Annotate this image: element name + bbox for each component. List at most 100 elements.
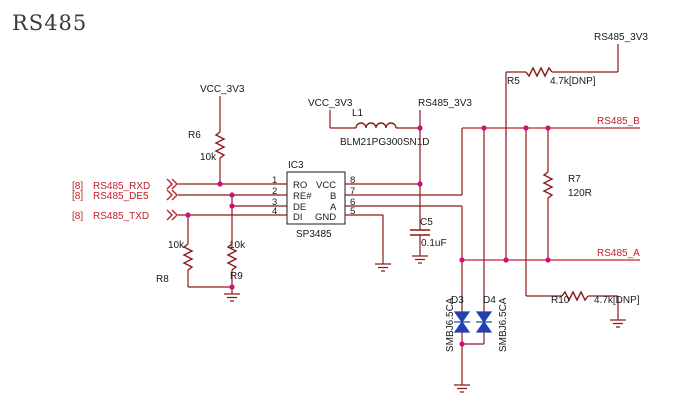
resistor-symbol xyxy=(561,290,589,302)
pin-name: DE xyxy=(293,202,306,213)
ic-part: SP3485 xyxy=(296,229,332,240)
capacitor-c5: C5 0.1uF xyxy=(410,184,447,264)
d3-ref: D3 xyxy=(451,295,464,306)
ground-icon xyxy=(610,319,626,328)
ground-icon xyxy=(375,263,391,272)
ic-ref: IC3 xyxy=(288,160,304,171)
tvs-d3: D3 SMBJ6.5CA xyxy=(445,260,471,393)
net-label-rs485-3v3: RS485_3V3 xyxy=(594,32,648,43)
junction-dot xyxy=(545,125,551,131)
resistor-symbol xyxy=(525,66,553,78)
offpage-connector-icon xyxy=(166,178,178,190)
junction-dot xyxy=(185,212,191,218)
input-ref: [8] xyxy=(72,211,83,222)
net-label-rs485-3v3: RS485_3V3 xyxy=(418,98,472,109)
pin-num: 2 xyxy=(272,186,277,197)
pin-num: 7 xyxy=(350,186,355,197)
pin-num: 8 xyxy=(350,175,355,186)
junction-dot xyxy=(523,125,529,131)
junction-dot xyxy=(417,125,423,131)
pin-name: DI xyxy=(293,212,303,223)
junction-dot xyxy=(545,257,551,263)
junction-dot xyxy=(417,181,423,187)
resistor-r5: RS485_3V3 R5 4.7k[DNP] xyxy=(505,32,648,260)
offpage-connector-icon xyxy=(166,209,178,221)
input-rs485-rxd: [8] RS485_RXD xyxy=(72,178,178,192)
junction-dot xyxy=(229,284,235,290)
l1-value: BLM21PG300SN1D xyxy=(340,137,430,148)
r9-value: 10k xyxy=(229,240,246,251)
c5-value: 0.1uF xyxy=(421,238,447,249)
junction-dot xyxy=(229,192,235,198)
ic-body xyxy=(286,171,346,225)
net-label-vcc-3v3: VCC_3V3 xyxy=(200,84,245,95)
pin-num: 5 xyxy=(350,206,355,217)
d4-value: SMBJ6.5CA xyxy=(498,297,509,352)
junction-dot xyxy=(481,125,487,131)
ic3-sp3485: IC3 SP3485 1 2 3 4 RO RE# DE DI 8 7 6 5 … xyxy=(272,160,355,240)
junction-dot xyxy=(459,341,465,347)
r5-ref: R5 xyxy=(507,76,520,87)
r7-ref: R7 xyxy=(568,174,581,185)
input-ref: [8] xyxy=(72,191,83,202)
r10-ref: R10 xyxy=(551,295,570,306)
tvs-diode-icon xyxy=(453,311,471,324)
input-rs485-de5: [8] RS485_DE5 xyxy=(72,189,178,202)
pin-num: 3 xyxy=(272,197,277,208)
junction-dot xyxy=(229,203,235,209)
pin-num: 1 xyxy=(272,175,277,186)
r6-value: 10k xyxy=(200,152,217,163)
tvs-diode-icon xyxy=(475,311,493,324)
junction-dot xyxy=(459,257,465,263)
resistor-symbol xyxy=(214,131,226,159)
ground-icon xyxy=(454,384,470,393)
input-name: RS485_TXD xyxy=(93,211,149,222)
d3-value: SMBJ6.5CA xyxy=(445,297,456,352)
net-label-rs485-a: RS485_A xyxy=(597,248,640,259)
l1-ref: L1 xyxy=(352,108,364,119)
r8-ref: R8 xyxy=(156,274,169,285)
schematic-title: RS485 xyxy=(12,11,87,35)
resistor-r9: 10k R9 xyxy=(226,206,246,287)
input-name: RS485_RXD xyxy=(93,181,150,192)
resistor-r8: 10k R8 xyxy=(156,215,194,287)
bus-lines: RS485_B RS485_A xyxy=(461,116,640,261)
junctions xyxy=(185,125,551,347)
net-label-rs485-b: RS485_B xyxy=(597,116,640,127)
pin-num: 4 xyxy=(272,206,277,217)
r8-value: 10k xyxy=(168,240,185,251)
offpage-connector-icon xyxy=(166,189,178,201)
pin-name: VCC xyxy=(316,180,336,191)
gnd-r8-r9 xyxy=(188,286,240,302)
ground-icon xyxy=(412,255,428,264)
r6-ref: R6 xyxy=(188,130,201,141)
junction-dot xyxy=(503,257,509,263)
pin-name: RE# xyxy=(293,191,312,202)
pin-name: A xyxy=(330,202,337,213)
input-name: RS485_DE5 xyxy=(93,191,149,202)
pin-name: GND xyxy=(315,212,336,223)
inductor-l1: VCC_3V3 L1 BLM21PG300SN1D RS485_3V3 xyxy=(308,98,472,184)
r9-ref: R9 xyxy=(230,271,243,282)
ground-icon xyxy=(224,293,240,302)
resistor-r10: R10 4.7k[DNP] xyxy=(525,128,640,328)
pin-name: B xyxy=(330,191,336,202)
r5-value: 4.7k[DNP] xyxy=(550,76,596,87)
resistor-r7: R7 120R xyxy=(542,128,592,260)
pin-num: 6 xyxy=(350,197,355,208)
resistor-symbol xyxy=(226,243,238,271)
resistor-symbol xyxy=(182,243,194,271)
resistor-r6: VCC_3V3 R6 10k xyxy=(188,84,245,184)
d4-ref: D4 xyxy=(483,295,496,306)
input-rs485-txd: [8] RS485_TXD xyxy=(72,209,178,222)
net-label-vcc-3v3: VCC_3V3 xyxy=(308,98,353,109)
tvs-d4: D4 SMBJ6.5CA xyxy=(462,128,509,352)
r7-value: 120R xyxy=(568,188,592,199)
junction-dot xyxy=(217,181,223,187)
pin-name: RO xyxy=(293,180,307,191)
ic-right-wires xyxy=(345,183,462,272)
resistor-symbol xyxy=(542,171,554,199)
c5-ref: C5 xyxy=(420,217,433,228)
input-ref: [8] xyxy=(72,181,83,192)
